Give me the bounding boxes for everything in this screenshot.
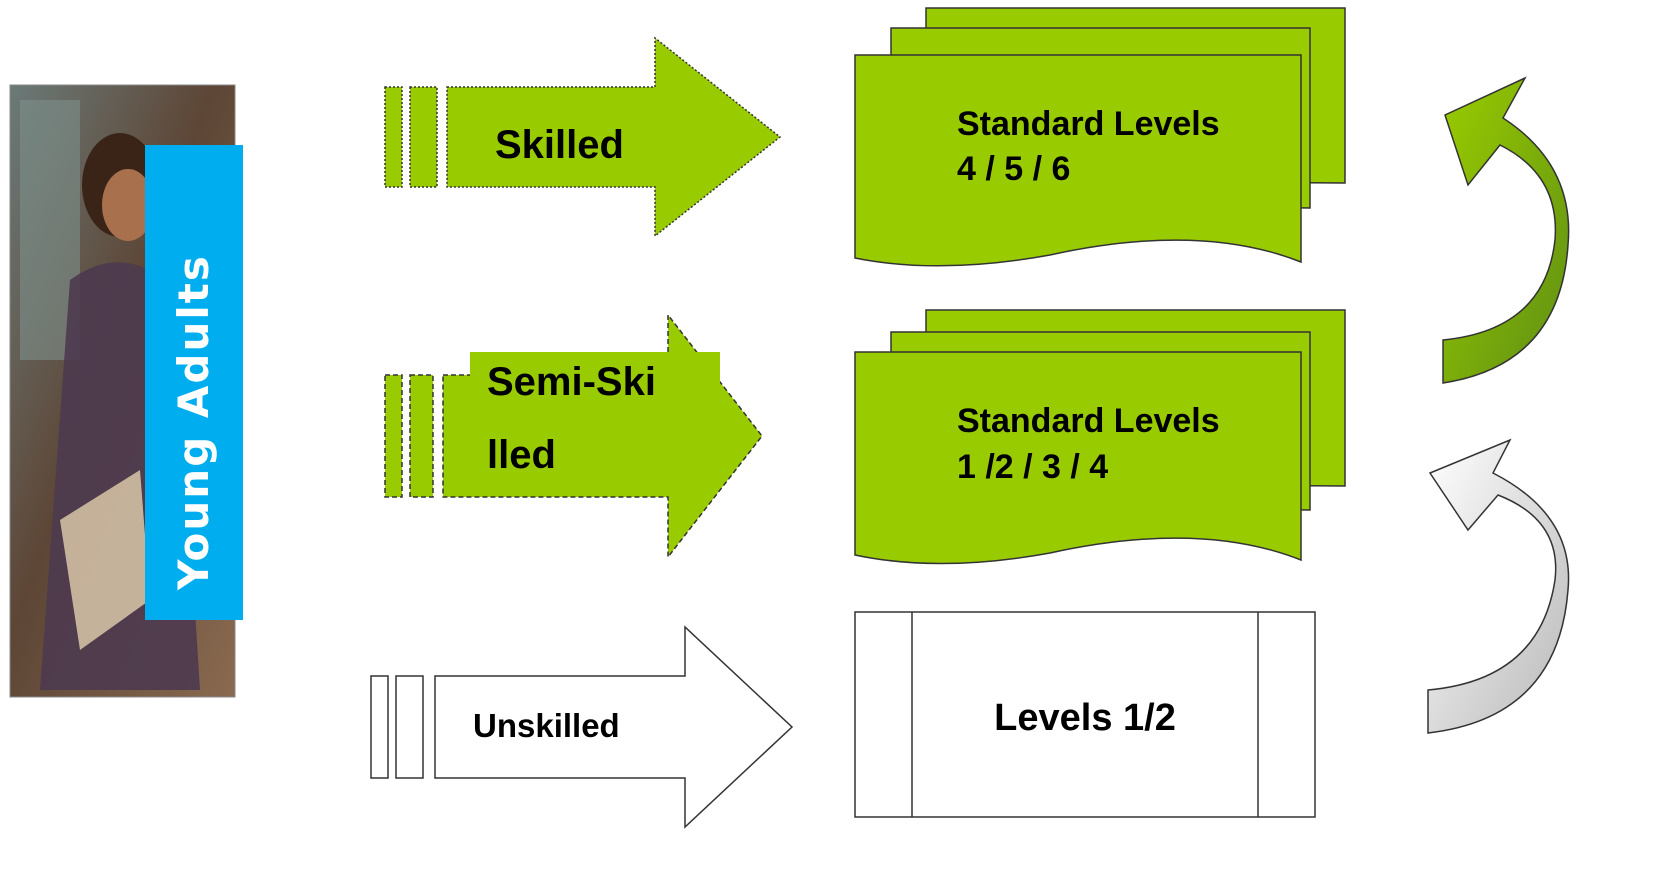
doc-2-line1: Standard Levels bbox=[957, 402, 1220, 440]
document-stack-levels-1-2-3-4: Standard Levels 1 /2 / 3 / 4 bbox=[854, 309, 1346, 565]
semi-skilled-label-line1: Semi-Ski bbox=[487, 360, 656, 404]
green-curved-up-arrow bbox=[1442, 76, 1570, 384]
semi-skilled-label-line2: lled bbox=[487, 433, 556, 477]
unskilled-arrow: Unskilled bbox=[370, 625, 794, 829]
levels-1-2-box: Levels 1/2 bbox=[854, 611, 1316, 818]
doc-2-line2: 1 /2 / 3 / 4 bbox=[957, 448, 1108, 486]
levels-1-2-label: Levels 1/2 bbox=[994, 697, 1176, 739]
person-photo: Young Adults bbox=[9, 84, 243, 698]
grey-curved-up-arrow bbox=[1427, 438, 1570, 734]
semi-skilled-arrow: Semi-Ski lled bbox=[384, 312, 763, 560]
doc-1-line2: 4 / 5 / 6 bbox=[957, 150, 1070, 188]
skilled-arrow: Skilled bbox=[384, 36, 782, 238]
skilled-arrow-label: Skilled bbox=[495, 123, 624, 167]
side-label-box bbox=[145, 145, 243, 620]
unskilled-arrow-label: Unskilled bbox=[473, 707, 620, 744]
side-label: Young Adults bbox=[169, 254, 218, 591]
doc-1-line1: Standard Levels bbox=[957, 105, 1220, 143]
document-stack-levels-4-5-6: Standard Levels 4 / 5 / 6 bbox=[854, 7, 1346, 267]
